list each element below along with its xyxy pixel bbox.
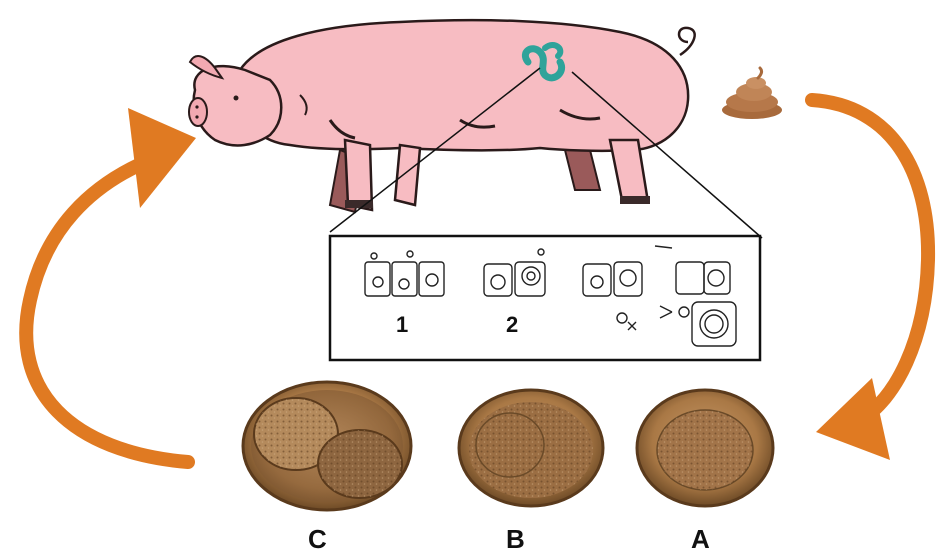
pig-host xyxy=(189,20,695,212)
stage-label-b: B xyxy=(506,524,526,555)
inset-step-2: 2 xyxy=(506,312,518,337)
inset-step-1: 1 xyxy=(396,312,408,337)
stage-label-a: A xyxy=(691,524,711,555)
oocyst-c xyxy=(243,382,411,510)
oocyst-b xyxy=(459,390,603,506)
stage-label-c: C xyxy=(308,524,328,555)
cycle-arrow-right xyxy=(812,100,928,460)
dung-icon xyxy=(722,68,782,119)
intestinal-inset: 1 2 xyxy=(330,236,760,360)
cycle-arrow-left xyxy=(26,108,196,462)
oocyst-a xyxy=(637,390,773,506)
